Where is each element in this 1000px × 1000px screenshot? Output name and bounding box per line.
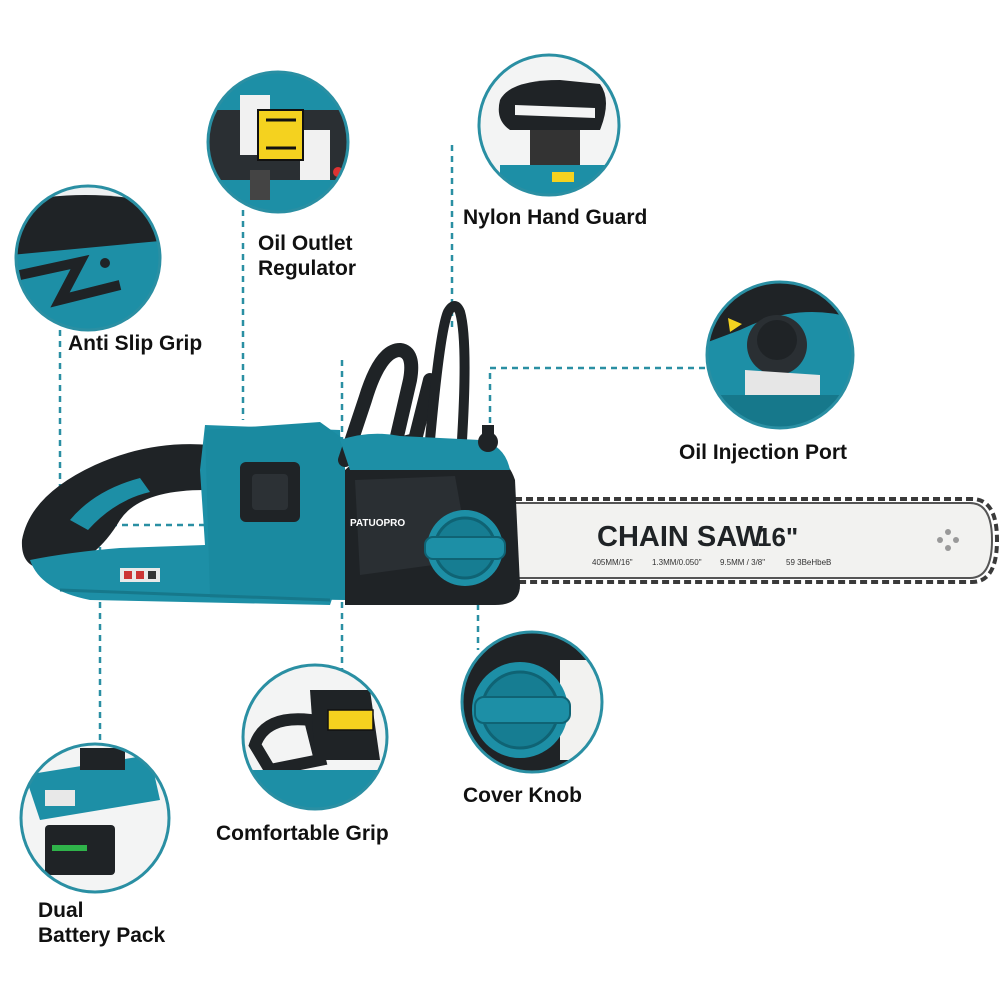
detail-oil-port [705,280,855,430]
hand-guard [425,301,470,441]
label-oil-outlet-line1: Oil Outlet [258,232,353,255]
cover-knob [424,510,506,586]
leader-oil-port [488,366,705,440]
bar-title: CHAIN SAW [597,521,764,553]
guide-bar [514,497,1000,584]
brand-text: PATUOPRO [350,518,405,529]
label-anti-slip-grip: Anti Slip Grip [68,332,203,355]
label-nylon-hand-guard: Nylon Hand Guard [463,206,648,229]
bar-spec-2: 1.3MM/0.050" [652,558,702,567]
bar-spec-3: 9.5MM / 3/8" [720,558,765,567]
bar-size: 16" [757,522,798,552]
label-battery-line2: Battery Pack [38,924,166,947]
label-oil-outlet-regulator: Oil Outlet Regulator [258,231,356,281]
front-handle [338,343,437,467]
chainsaw: PATUOPRO CHAIN SAW 16" 405MM/16" 1.3MM/0… [21,301,1000,605]
label-oil-outlet-line2: Regulator [258,257,357,280]
label-battery-line1: Dual [38,899,84,922]
detail-cover-knob [460,630,604,774]
detail-comfortable-grip [241,663,389,811]
label-cover-knob: Cover Knob [463,784,583,807]
bar-spec-1: 405MM/16" [592,558,633,567]
label-oil-injection-port: Oil Injection Port [679,441,848,464]
detail-anti-slip-grip [14,184,162,332]
detail-hand-guard [477,53,621,197]
bar-spec-4: 59 3BeHbeB [786,558,831,567]
rear-handle [21,444,211,570]
detail-battery-pack [19,742,171,894]
label-dual-battery-pack: Dual Battery Pack [38,898,165,948]
detail-oil-outlet [206,70,350,214]
label-comfortable-grip: Comfortable Grip [216,822,389,845]
